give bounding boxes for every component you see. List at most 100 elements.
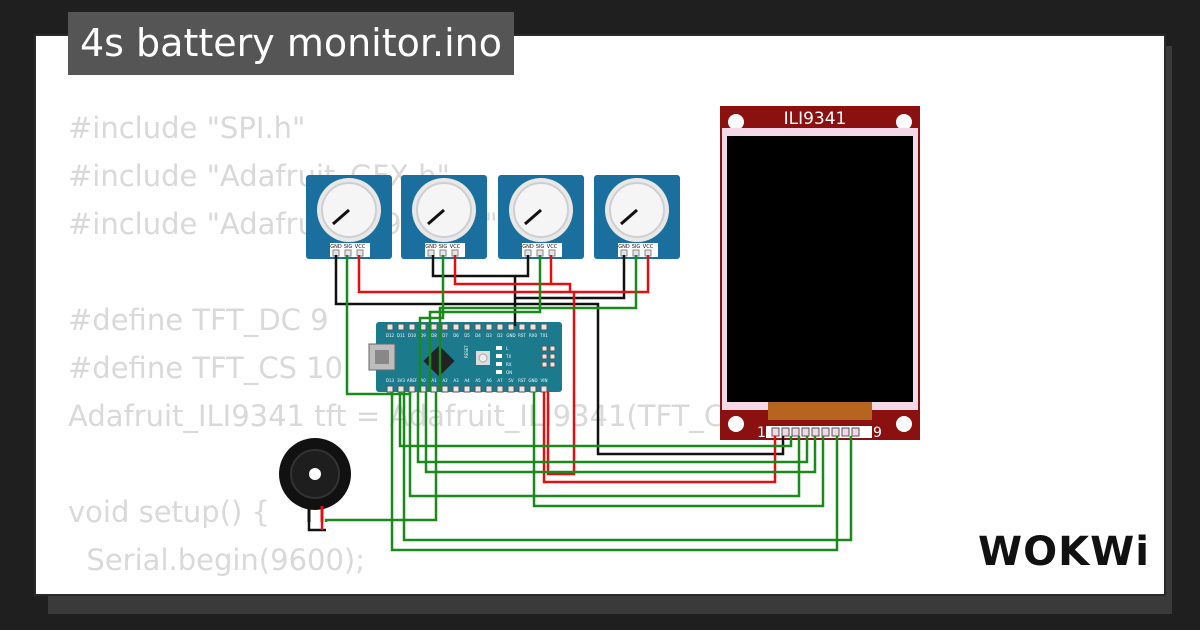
code-line: #define TFT_CS 10	[68, 351, 344, 385]
pot-indicator	[524, 208, 542, 226]
nano-top-pin[interactable]	[463, 323, 471, 331]
nano-bottom-pin-label: A1	[431, 378, 437, 383]
code-line: tft.begin();	[68, 584, 891, 594]
nano-bottom-pin[interactable]	[408, 385, 416, 393]
led-tx	[496, 354, 502, 358]
nano-bottom-pin-label: A5	[475, 378, 481, 383]
nano-bottom-pin[interactable]	[397, 385, 405, 393]
code-line: #define TFT_DC 9	[68, 303, 329, 337]
nano-bottom-pin[interactable]	[496, 385, 504, 393]
buzzer[interactable]	[279, 438, 351, 522]
led-rx	[496, 362, 502, 366]
nano-top-pin[interactable]	[386, 323, 394, 331]
nano-top-pin[interactable]	[518, 323, 526, 331]
nano-bottom-pin-label: A0	[420, 378, 426, 383]
code-line: #include "SPI.h"	[68, 111, 306, 145]
pot-indicator	[620, 208, 638, 226]
display-pin[interactable]	[811, 427, 820, 437]
display-pin[interactable]	[791, 427, 800, 437]
nano-top-pin-label: D2	[497, 333, 503, 338]
nano-bottom-pin[interactable]	[441, 385, 449, 393]
mount-hole	[896, 416, 912, 432]
code-line: Serial.begin(9600);	[68, 543, 366, 577]
nano-top-pin[interactable]	[408, 323, 416, 331]
display-pin[interactable]	[851, 427, 860, 437]
nano-top-pin-label: RST	[518, 333, 526, 338]
nano-bottom-pin[interactable]	[474, 385, 482, 393]
mount-hole	[728, 416, 744, 432]
wire-sig-pot3	[428, 255, 542, 392]
display-pin[interactable]	[821, 427, 830, 437]
code-line: void setup() {	[68, 495, 270, 529]
pot-pin-label: GND	[522, 244, 534, 250]
nano-led-label: TX	[505, 354, 511, 359]
wire-display-miso	[402, 392, 853, 542]
nano-bottom-pin[interactable]	[386, 385, 394, 393]
nano-bottom-pin-label: AREF	[407, 378, 418, 383]
usb-port	[375, 350, 389, 364]
wire-gnd-pot3	[515, 255, 530, 278]
led-l	[496, 346, 502, 350]
display-pin[interactable]	[771, 427, 780, 437]
logo-text: WOKWi	[978, 529, 1150, 575]
nano-bottom-pin-label: A4	[464, 378, 470, 383]
pot-pin-label: GND	[425, 244, 437, 250]
nano-top-pin[interactable]	[485, 323, 493, 331]
pot-pin-label: GND	[330, 244, 342, 250]
pot-pin-label: VCC	[547, 244, 558, 250]
ili9341-display[interactable]: ILI9341 1 9	[720, 106, 920, 441]
nano-bottom-pin[interactable]	[430, 385, 438, 393]
wire-gnd-pot2	[431, 255, 517, 326]
nano-top-pin[interactable]	[441, 323, 449, 331]
icsp-pin	[541, 361, 548, 368]
pot-pin-label: SIG	[536, 244, 545, 250]
nano-top-pin-label: TX1	[539, 333, 548, 338]
nano-top-pin[interactable]	[507, 323, 515, 331]
nano-bottom-pin[interactable]	[540, 385, 548, 393]
display-pin[interactable]	[781, 427, 790, 437]
pot-pin-label: VCC	[355, 244, 366, 250]
nano-top-pin-label: D11	[397, 333, 406, 338]
nano-bottom-pin[interactable]	[507, 385, 515, 393]
icsp-pin	[541, 353, 548, 360]
nano-top-pin[interactable]	[430, 323, 438, 331]
nano-bottom-pin[interactable]	[518, 385, 526, 393]
nano-top-pin-label: D4	[475, 333, 481, 338]
nano-top-pin[interactable]	[452, 323, 460, 331]
wires	[307, 255, 853, 552]
display-pin[interactable]	[801, 427, 810, 437]
wire-sig-pot2	[418, 255, 445, 392]
display-pin[interactable]	[841, 427, 850, 437]
mount-hole	[728, 114, 744, 130]
display-pin[interactable]	[831, 427, 840, 437]
wire-display-mosi	[424, 392, 817, 474]
nano-led-label: ON	[506, 370, 512, 375]
nano-top-pin[interactable]	[529, 323, 537, 331]
nano-bottom-pin[interactable]	[452, 385, 460, 393]
nano-top-pin-label: D6	[453, 333, 459, 338]
wire-display-sck	[390, 392, 839, 552]
nano-top-pin[interactable]	[474, 323, 482, 331]
project-title: 4s battery monitor.ino	[68, 12, 514, 75]
preview-card: #include "SPI.h"#include "Adafruit_GFX.h…	[34, 34, 1166, 596]
wire-gnd-pot4	[515, 255, 626, 300]
display-label: ILI9341	[784, 109, 847, 129]
led-on	[496, 370, 502, 374]
nano-top-pin[interactable]	[496, 323, 504, 331]
nano-bottom-pin-label: A3	[453, 378, 459, 383]
pot-pin-label: SIG	[439, 244, 448, 250]
nano-bottom-pin[interactable]	[529, 385, 537, 393]
nano-top-pin-label: D8	[431, 333, 437, 338]
pot-pin[interactable]	[427, 249, 435, 257]
nano-top-pin[interactable]	[397, 323, 405, 331]
nano-bottom-pin[interactable]	[485, 385, 493, 393]
nano-bottom-pin[interactable]	[463, 385, 471, 393]
nano-top-pin[interactable]	[540, 323, 548, 331]
